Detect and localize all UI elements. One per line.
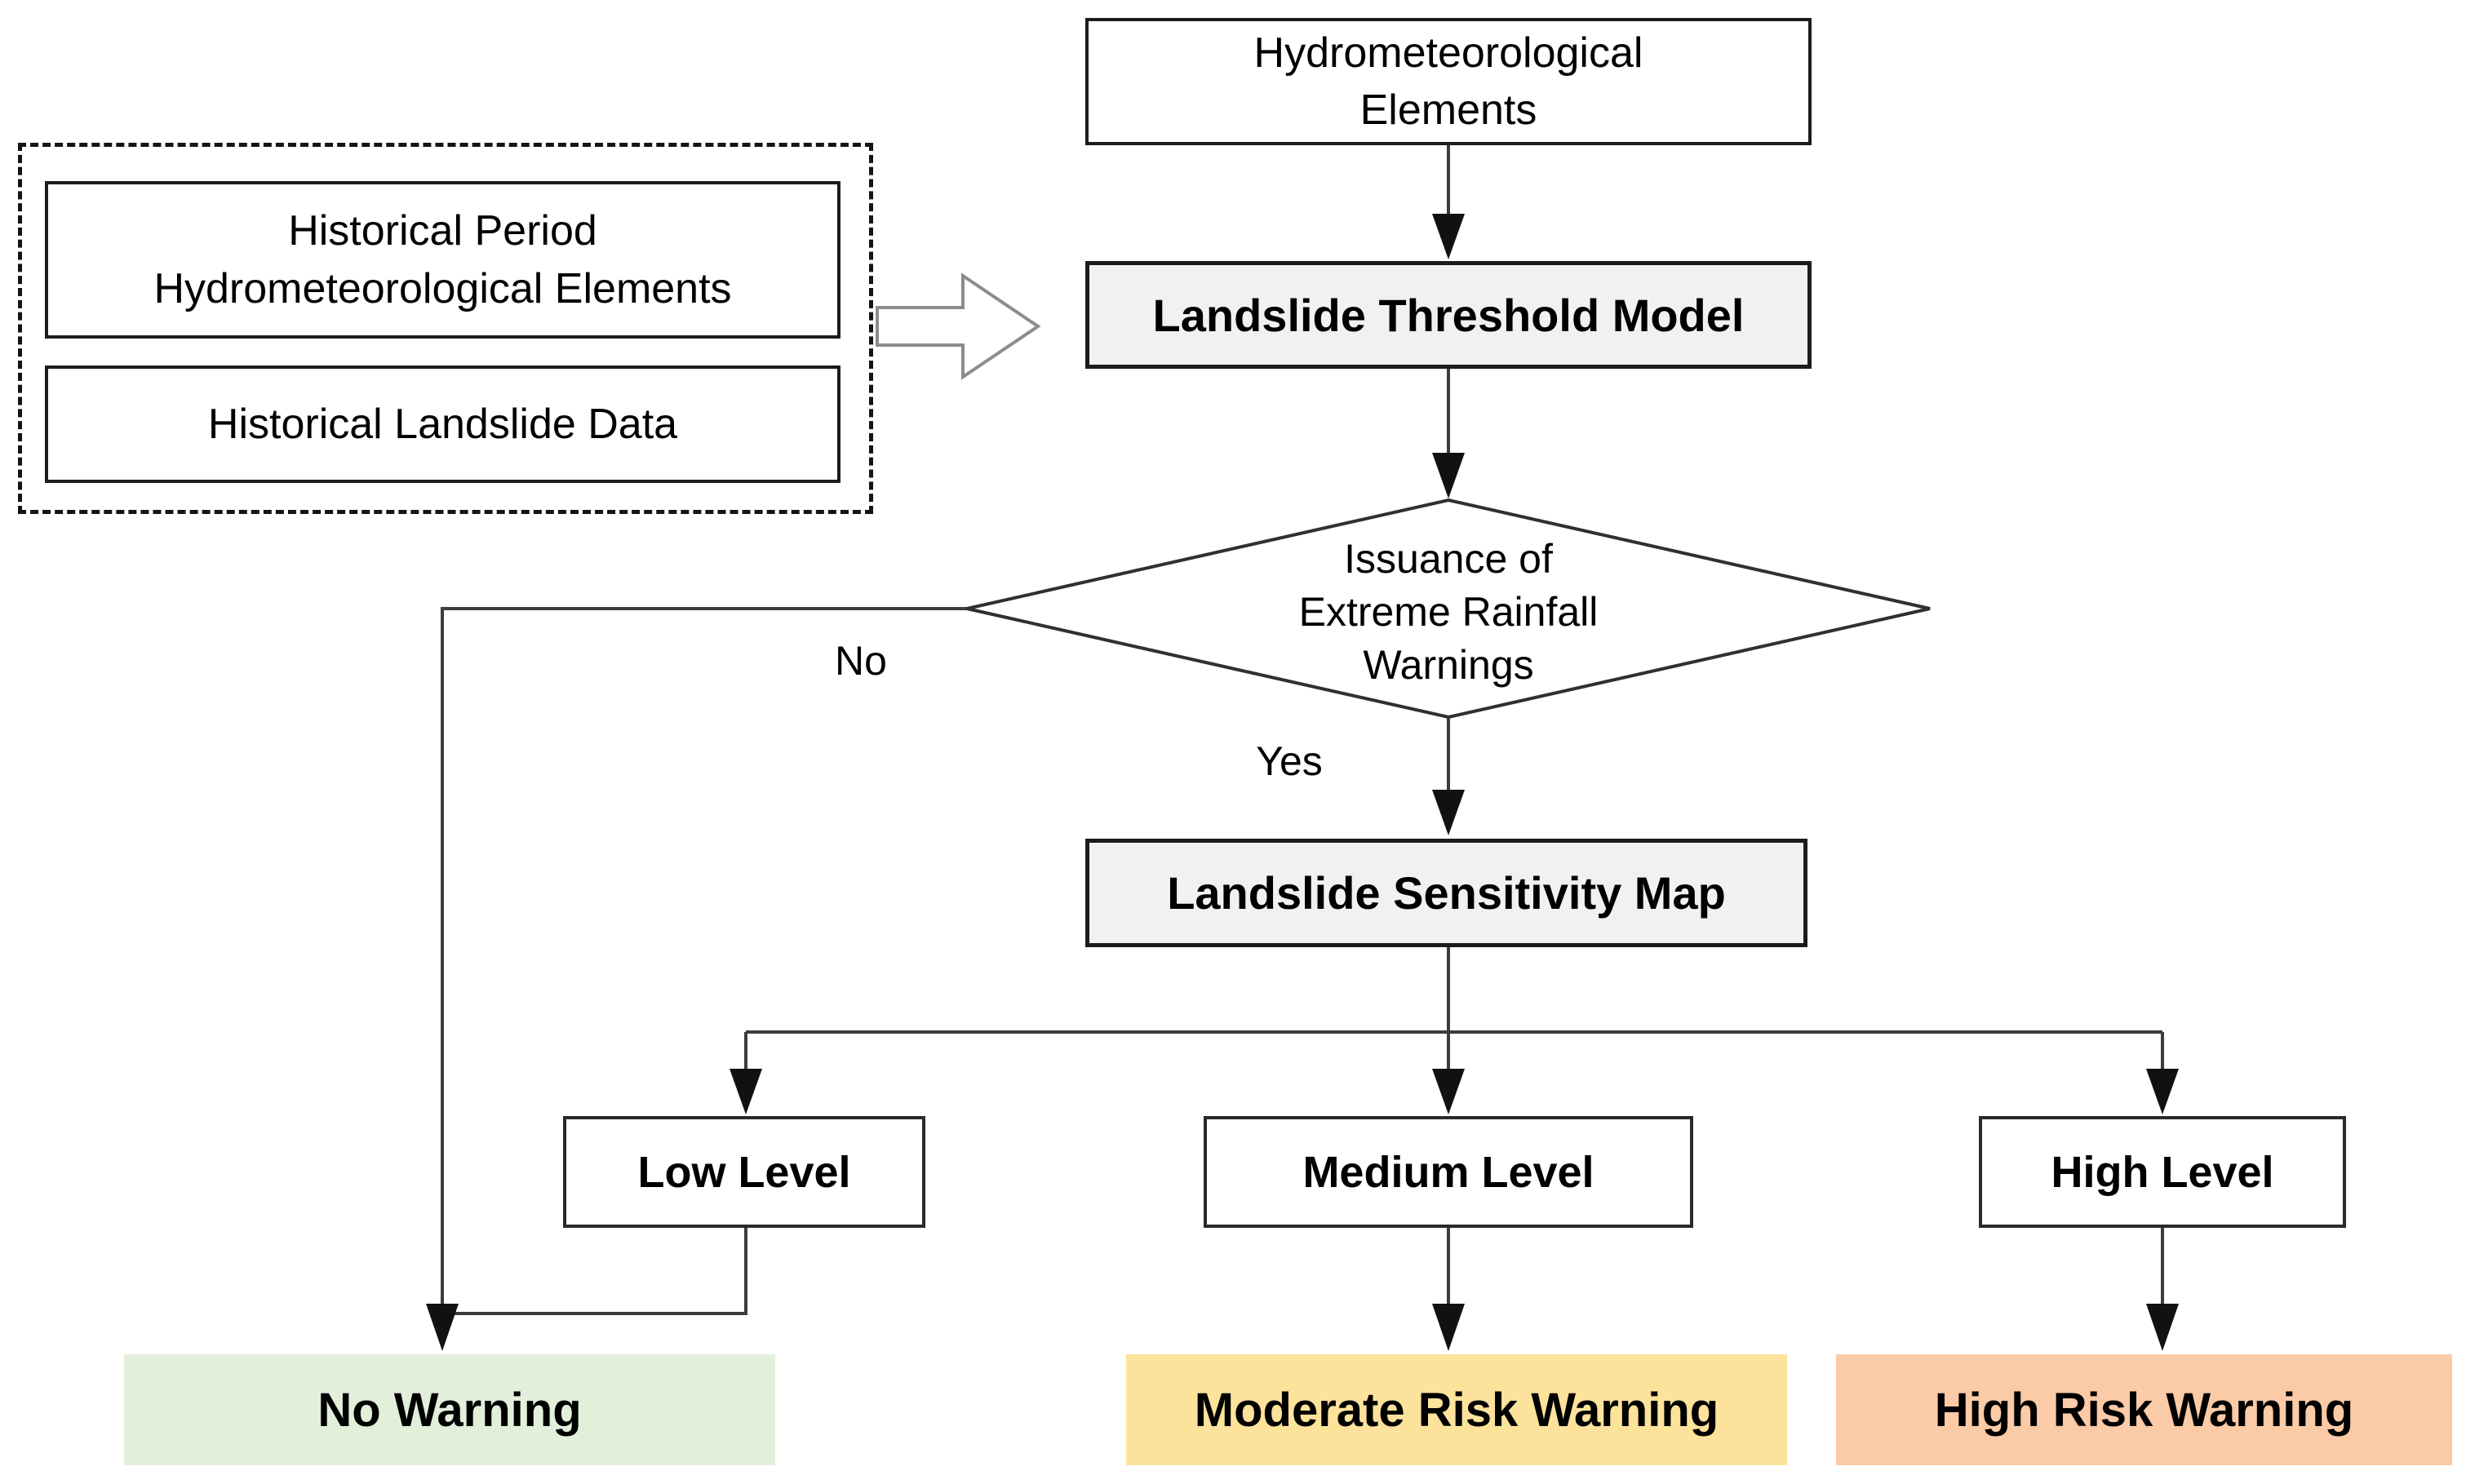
node-high-level: High Level	[1979, 1116, 2346, 1228]
arrowhead-into-medium	[1432, 1069, 1465, 1114]
arrowhead-into-sensitivity	[1432, 790, 1465, 835]
arrowhead-into-nowarning	[426, 1304, 459, 1351]
node-decision-label: Issuance of Extreme Rainfall Warnings	[1298, 535, 1599, 688]
arrowhead-into-decision	[1432, 453, 1465, 498]
node-hydromet-elements: Hydrometeorological Elements	[1085, 18, 1812, 145]
node-landslide-sensitivity-map: Landslide Sensitivity Map	[1085, 839, 1807, 947]
arrowhead-into-threshold	[1432, 214, 1465, 259]
node-historical-landslide: Historical Landslide Data	[45, 365, 840, 483]
edge-label-yes: Yes	[1256, 738, 1323, 784]
historical-inputs-group	[18, 143, 873, 514]
node-no-warning: No Warning	[124, 1354, 775, 1465]
node-medium-level: Medium Level	[1204, 1116, 1693, 1228]
node-historical-hydromet: Historical Period Hydrometeorological El…	[45, 181, 840, 339]
decision-diamond-shape	[966, 498, 1931, 720]
arrowhead-into-low	[730, 1069, 762, 1114]
node-low-level: Low Level	[563, 1116, 925, 1228]
node-landslide-threshold-model: Landslide Threshold Model	[1085, 261, 1812, 369]
edge-low-to-no-join	[442, 1228, 747, 1315]
edge-label-no: No	[835, 638, 887, 684]
arrowhead-into-highwarning	[2146, 1304, 2179, 1351]
edge-decision-no-path	[441, 607, 967, 1307]
block-arrow-right-icon	[876, 272, 1041, 380]
node-moderate-risk-warning: Moderate Risk Warning	[1126, 1354, 1787, 1465]
arrowhead-into-high	[2146, 1069, 2179, 1114]
node-high-risk-warning: High Risk Warning	[1836, 1354, 2452, 1465]
arrowhead-into-moderate	[1432, 1304, 1465, 1351]
